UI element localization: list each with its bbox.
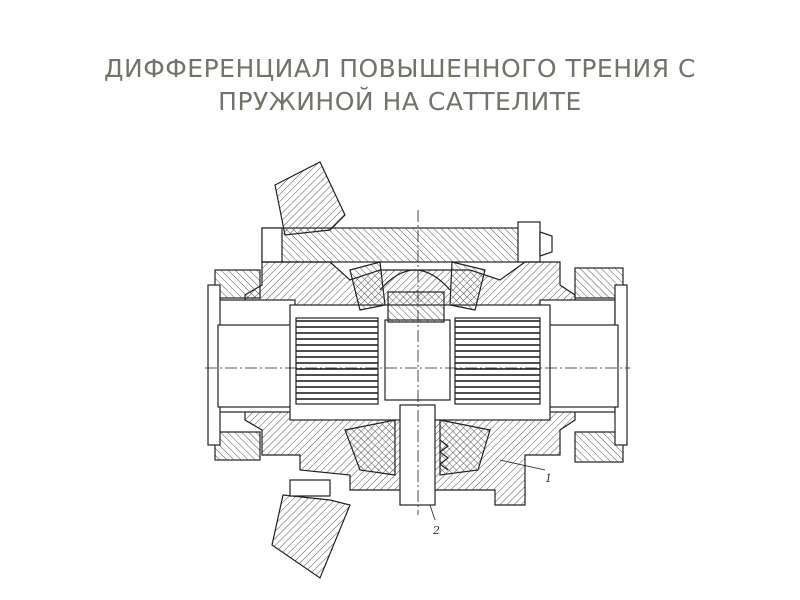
spider-center xyxy=(384,319,451,401)
lock-pin xyxy=(289,479,331,497)
right-side-gear xyxy=(454,317,541,405)
title-line-2: ПРУЖИНОЙ НА САТТЕЛИТЕ xyxy=(218,87,582,116)
slide-title: ДИФФЕРЕНЦИАЛ ПОВЫШЕННОГО ТРЕНИЯ С ПРУЖИН… xyxy=(60,52,740,118)
pinion-gear-upper-right xyxy=(449,261,486,311)
bolt xyxy=(261,227,525,263)
right-bearing-top xyxy=(574,267,624,299)
left-axle-shaft xyxy=(217,324,299,408)
pinion-gear-upper-left xyxy=(349,261,386,311)
ring-gear-top xyxy=(274,161,346,236)
ring-gear-bottom xyxy=(271,494,351,579)
callout-1: 1 xyxy=(545,472,552,485)
left-side-gear xyxy=(295,317,379,405)
pinion-shaft-lower xyxy=(399,404,436,506)
pinion-gear-lower-left xyxy=(344,419,396,476)
differential-cross-section-drawing: 1 2 xyxy=(205,161,630,579)
callout-2: 2 xyxy=(432,524,440,537)
pinion-gear-lower-right xyxy=(439,419,491,476)
left-bearing-top xyxy=(214,269,261,299)
spring xyxy=(439,439,449,471)
title-line-1: ДИФФЕРЕНЦИАЛ ПОВЫШЕННОГО ТРЕНИЯ С xyxy=(104,54,696,83)
right-axle-shaft xyxy=(539,324,619,408)
left-bearing-bottom xyxy=(214,431,261,461)
